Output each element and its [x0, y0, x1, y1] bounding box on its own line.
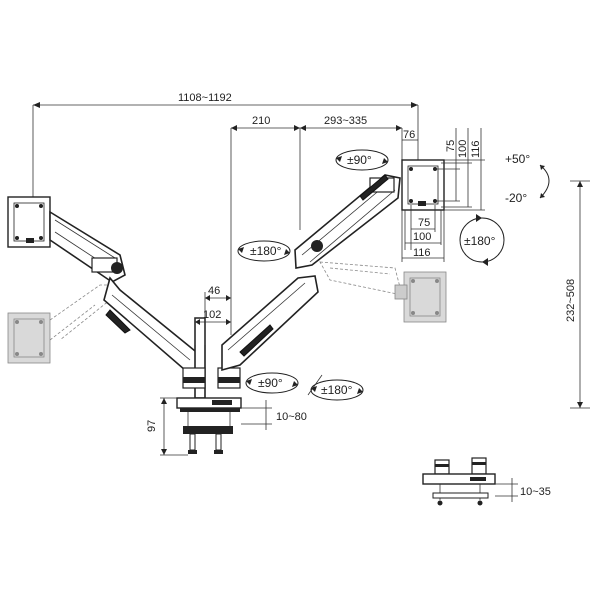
rotate-right-symbol: ±180° [459, 214, 505, 266]
height-97-dimension: 97 [146, 397, 188, 456]
total-span-label: 1108~1192 [178, 92, 232, 104]
arm-reach-dimensions: 210 293~335 76 [230, 115, 418, 335]
left-monitor-ghost [7, 284, 111, 364]
vesa-dimensions: 75 100 116 75 100 116 [401, 128, 485, 262]
right-monitor-plate [401, 159, 445, 211]
rotate-right-label: ±180° [464, 234, 496, 248]
desk-10-35-label: 10~35 [520, 486, 551, 498]
tilt-symbol: +50° -20° [505, 152, 550, 205]
height-range-label: 232~508 [565, 279, 577, 322]
grommet-thickness-dimension: 10~35 [495, 478, 551, 502]
grommet-base [422, 457, 496, 506]
height-97-label: 97 [146, 420, 158, 432]
center-pole [182, 317, 241, 399]
arm-extension-label: 293~335 [324, 115, 367, 127]
base-swivel-label: ±90° [258, 376, 283, 390]
rotate-left-symbol: ±180° [237, 240, 291, 262]
vesa-h-75-label: 75 [445, 140, 457, 152]
tilt-down-label: -20° [505, 191, 527, 205]
total-span-dimension: 1108~1192 [32, 92, 419, 200]
base-rotate-symbol: ±180° [310, 379, 364, 401]
right-arm [221, 174, 401, 372]
swivel-top-label: ±90° [347, 153, 372, 167]
right-monitor-ghost [319, 261, 447, 323]
left-monitor-plate [7, 196, 51, 248]
pole-102-label: 102 [203, 309, 221, 321]
swivel-top-symbol: ±90° [335, 149, 389, 171]
pole-46-label: 46 [208, 285, 220, 297]
offset-76-label: 76 [403, 129, 415, 141]
arm-reach-label: 210 [252, 115, 270, 127]
vesa-w-116-label: 116 [413, 247, 431, 259]
desk-clamp [176, 397, 242, 454]
desk-10-80-label: 10~80 [276, 411, 307, 423]
left-arm [49, 210, 201, 373]
vesa-h-100-label: 100 [457, 140, 469, 158]
pole-dimensions: 46 102 [194, 285, 231, 345]
vesa-h-116-label: 116 [470, 140, 482, 158]
vesa-w-100-label: 100 [413, 231, 431, 243]
base-swivel-symbol: ±90° [245, 372, 299, 394]
tilt-up-label: +50° [505, 152, 530, 166]
rotate-left-label: ±180° [250, 244, 282, 258]
base-rotate-label: ±180° [321, 383, 353, 397]
desk-thickness-dimension: 10~80 [241, 400, 307, 430]
vesa-w-75-label: 75 [418, 217, 430, 229]
height-range-dimension: 232~508 [565, 180, 590, 409]
